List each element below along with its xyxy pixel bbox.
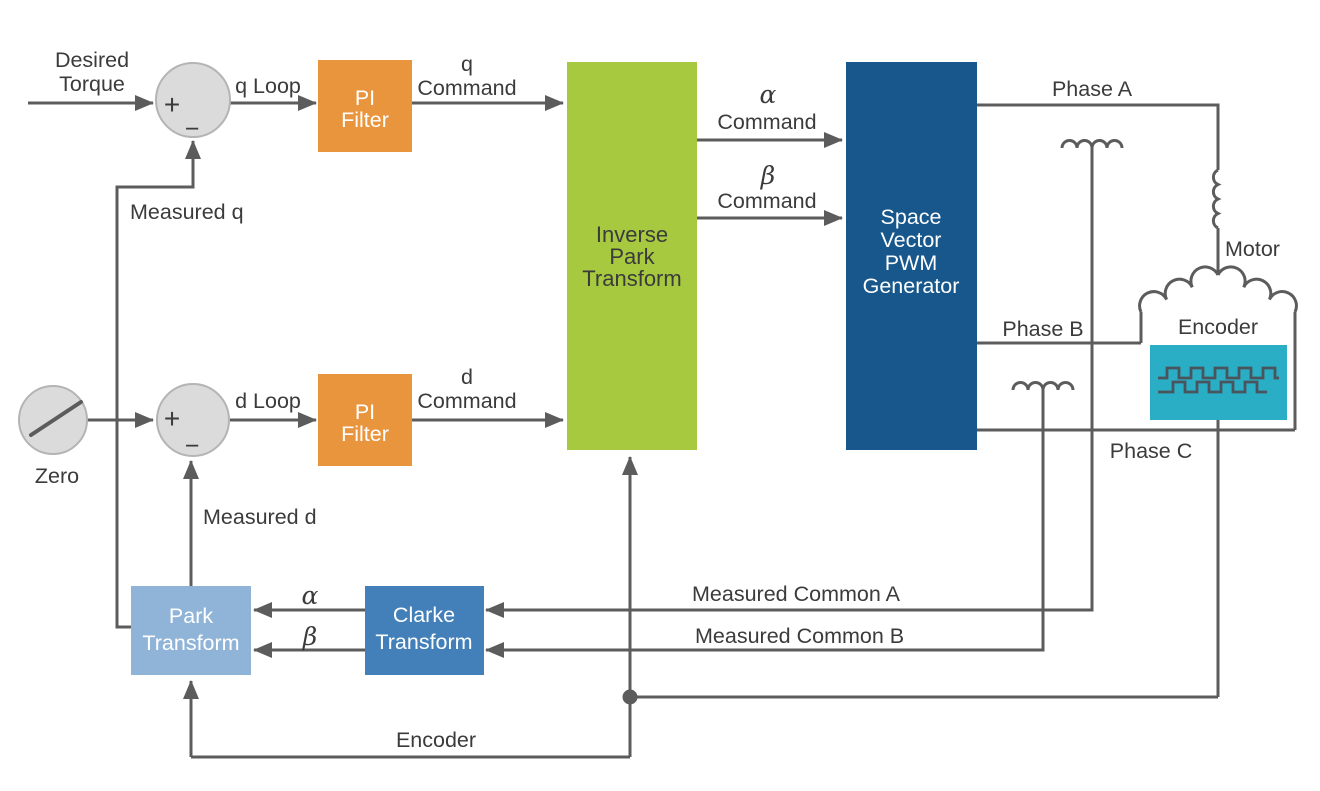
d-command-label-2: Command <box>417 389 516 413</box>
measured-common-b-label: Measured Common B <box>695 624 904 648</box>
d-summing-junction <box>156 383 230 457</box>
inverse-park-label-1: Inverse <box>596 222 668 247</box>
inverse-park-label-3: Transform <box>582 266 681 291</box>
alpha-command-label-1: α <box>760 80 777 109</box>
motor-winding-a-icon <box>1211 168 1222 230</box>
alpha-label: α <box>302 581 319 610</box>
encoder-label: Encoder <box>1178 315 1258 339</box>
inverse-park-transform-block <box>567 62 697 450</box>
line-measured-common-a <box>485 148 1094 618</box>
svpwm-label-4: Generator <box>863 274 960 298</box>
pi-filter-d-block <box>318 374 412 466</box>
motor-label: Motor <box>1225 237 1280 261</box>
zero-label: Zero <box>35 464 79 488</box>
clarke-transform-block <box>365 586 484 675</box>
measured-d-label: Measured d <box>203 505 317 529</box>
d-sum-plus-sign: + <box>164 403 180 434</box>
measured-common-a-label: Measured Common A <box>692 582 901 606</box>
encoder-quadrature-wave-a-icon <box>1158 366 1279 380</box>
svpwm-label-2: Vector <box>881 228 942 252</box>
q-sum-plus-sign: + <box>164 89 180 120</box>
zero-source-slash-icon <box>29 400 83 437</box>
d-command-label-1: d <box>461 365 473 389</box>
q-sum-minus-sign: − <box>185 115 200 143</box>
beta-command-label-1: β <box>760 161 775 190</box>
inverse-park-label-2: Park <box>609 244 655 269</box>
pi-filter-d-label-2: Filter <box>341 422 389 446</box>
phase-b-current-sensor-coil-icon <box>1011 381 1075 391</box>
q-loop-label: q Loop <box>235 74 301 98</box>
svpwm-label-3: PWM <box>885 251 938 275</box>
line-measured-q <box>115 140 201 629</box>
q-command-label-2: Command <box>417 76 516 100</box>
desired-torque-label-1: Desired <box>55 48 129 72</box>
phase-a-current-sensor-coil-icon <box>1060 139 1124 149</box>
pi-filter-d-label-1: PI <box>355 400 375 424</box>
measured-q-label: Measured q <box>130 200 244 224</box>
park-label-2: Transform <box>142 631 239 655</box>
pi-filter-q-label-1: PI <box>355 86 375 110</box>
pi-filter-q-label-2: Filter <box>341 108 389 132</box>
clarke-label-1: Clarke <box>393 603 455 627</box>
beta-command-label-2: Command <box>717 189 816 213</box>
pi-filter-q-block <box>318 60 412 152</box>
motor-winding-c-icon <box>1216 265 1298 313</box>
d-loop-label: d Loop <box>235 389 301 413</box>
encoder-junction-dot <box>622 689 638 705</box>
q-command-label-1: q <box>461 52 473 76</box>
alpha-command-label-2: Command <box>717 110 816 134</box>
svpwm-label-1: Space <box>881 205 942 229</box>
encoder-feedback-label: Encoder <box>396 728 476 752</box>
encoder-quadrature-wave-b-icon <box>1158 380 1267 394</box>
park-transform-block <box>131 586 251 675</box>
d-sum-minus-sign: − <box>185 432 200 460</box>
encoder-block <box>1150 345 1287 420</box>
phase-b-label: Phase B <box>1002 317 1083 341</box>
phase-c-label: Phase C <box>1110 439 1192 463</box>
motor-winding-b-icon <box>1138 265 1220 313</box>
space-vector-pwm-generator-block <box>846 62 977 450</box>
beta-label: β <box>302 622 317 651</box>
line-measured-common-b <box>485 390 1045 658</box>
desired-torque-label-2: Torque <box>59 72 125 96</box>
q-summing-junction <box>155 62 231 138</box>
park-label-1: Park <box>169 604 213 628</box>
line-phase-a <box>977 103 1220 170</box>
clarke-label-2: Transform <box>375 630 472 654</box>
phase-a-label: Phase A <box>1052 77 1133 101</box>
